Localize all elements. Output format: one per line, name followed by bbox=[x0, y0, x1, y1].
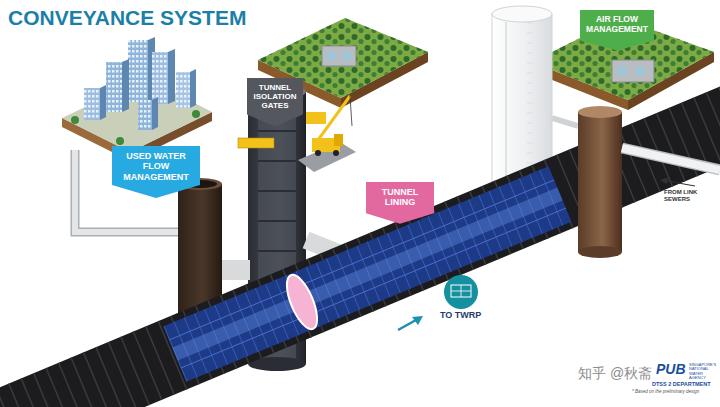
building bbox=[106, 62, 122, 112]
shaft-body bbox=[578, 112, 622, 252]
building-side bbox=[100, 85, 106, 120]
building-side bbox=[190, 69, 196, 108]
building bbox=[176, 72, 190, 108]
plant-icon bbox=[461, 285, 462, 297]
building-windows bbox=[128, 40, 148, 102]
twrp-icon bbox=[444, 275, 478, 309]
crane-arm bbox=[318, 96, 350, 140]
shaft-top bbox=[578, 106, 622, 118]
plant bbox=[612, 60, 654, 82]
diagram-title: CONVEYANCE SYSTEM bbox=[8, 6, 246, 30]
department-label: DTSS 2 DEPARTMENT bbox=[652, 381, 711, 387]
callout-badge: AIR FLOW MANAGEMENT bbox=[580, 10, 654, 51]
crane-cable bbox=[350, 96, 352, 126]
badge-shape bbox=[247, 78, 303, 127]
lining-ring bbox=[281, 271, 324, 333]
tunnel-rings bbox=[0, 110, 720, 407]
badge-text: USED WATER FLOW MANAGEMENT bbox=[116, 151, 196, 182]
building-side bbox=[168, 49, 175, 104]
building-windows bbox=[152, 52, 168, 104]
lining-segments bbox=[175, 194, 560, 354]
tube-top bbox=[492, 6, 552, 22]
flow-arrow bbox=[667, 181, 695, 186]
plant-icon bbox=[451, 285, 471, 297]
building bbox=[138, 100, 152, 130]
tank bbox=[635, 66, 645, 76]
plant bbox=[322, 46, 356, 66]
building bbox=[84, 88, 100, 120]
flow-arrow bbox=[398, 320, 416, 330]
deep-tunnel bbox=[0, 110, 720, 407]
truck-cab bbox=[334, 134, 343, 146]
building-windows bbox=[84, 88, 100, 120]
city-block bbox=[62, 37, 212, 161]
building bbox=[152, 52, 168, 104]
pipe bbox=[220, 260, 250, 280]
building-windows bbox=[176, 72, 190, 108]
lining-line bbox=[169, 180, 554, 340]
callout-badge: TUNNEL LINING bbox=[366, 182, 434, 224]
badge-text: TUNNEL ISOLATION GATES bbox=[251, 83, 299, 111]
link-sewer-outline bbox=[622, 148, 720, 170]
twrp-marker bbox=[398, 275, 478, 330]
building-side bbox=[122, 59, 129, 112]
logo-subtext: SINGAPORE'S NATIONAL WATER AGENCY bbox=[689, 363, 716, 381]
air-shaft bbox=[552, 106, 720, 258]
badge-shape bbox=[366, 182, 434, 224]
wheel bbox=[333, 150, 339, 156]
tank bbox=[326, 51, 336, 61]
logo-text: PUB bbox=[656, 362, 686, 377]
pipe bbox=[552, 118, 578, 126]
tank bbox=[617, 66, 627, 76]
building-windows bbox=[138, 100, 152, 130]
tree bbox=[192, 110, 200, 118]
badge-text: AIR FLOW MANAGEMENT bbox=[584, 15, 650, 35]
gate-block bbox=[306, 112, 326, 124]
wheel bbox=[315, 150, 321, 156]
building bbox=[128, 40, 148, 102]
tunnel-body bbox=[0, 110, 720, 407]
badge-shape bbox=[580, 10, 654, 51]
building-side bbox=[152, 97, 158, 130]
callout-badge: TUNNEL ISOLATION GATES bbox=[247, 78, 303, 127]
shaft-bottom bbox=[578, 246, 622, 258]
badge-text: TUNNEL LINING bbox=[370, 187, 430, 208]
lining-line bbox=[181, 208, 566, 368]
watermark: 知乎 @秋斋 bbox=[578, 366, 652, 381]
arrow-head bbox=[412, 316, 423, 325]
footnote: * Based on the preliminary design bbox=[632, 390, 699, 395]
badge-shape bbox=[112, 146, 200, 198]
building-windows bbox=[106, 62, 122, 112]
link-sewer bbox=[622, 148, 720, 170]
destination-label: TO TWRP bbox=[440, 311, 481, 321]
tunnel-cutaway bbox=[175, 194, 560, 354]
gate-block bbox=[238, 138, 274, 148]
flow-note: FROM LINK SEWERS bbox=[664, 189, 708, 202]
tree bbox=[71, 116, 79, 124]
arrow-head bbox=[660, 178, 668, 185]
callout-badge: USED WATER FLOW MANAGEMENT bbox=[112, 146, 200, 198]
flow-band bbox=[175, 194, 560, 354]
tank bbox=[342, 51, 352, 61]
tree bbox=[116, 137, 124, 145]
